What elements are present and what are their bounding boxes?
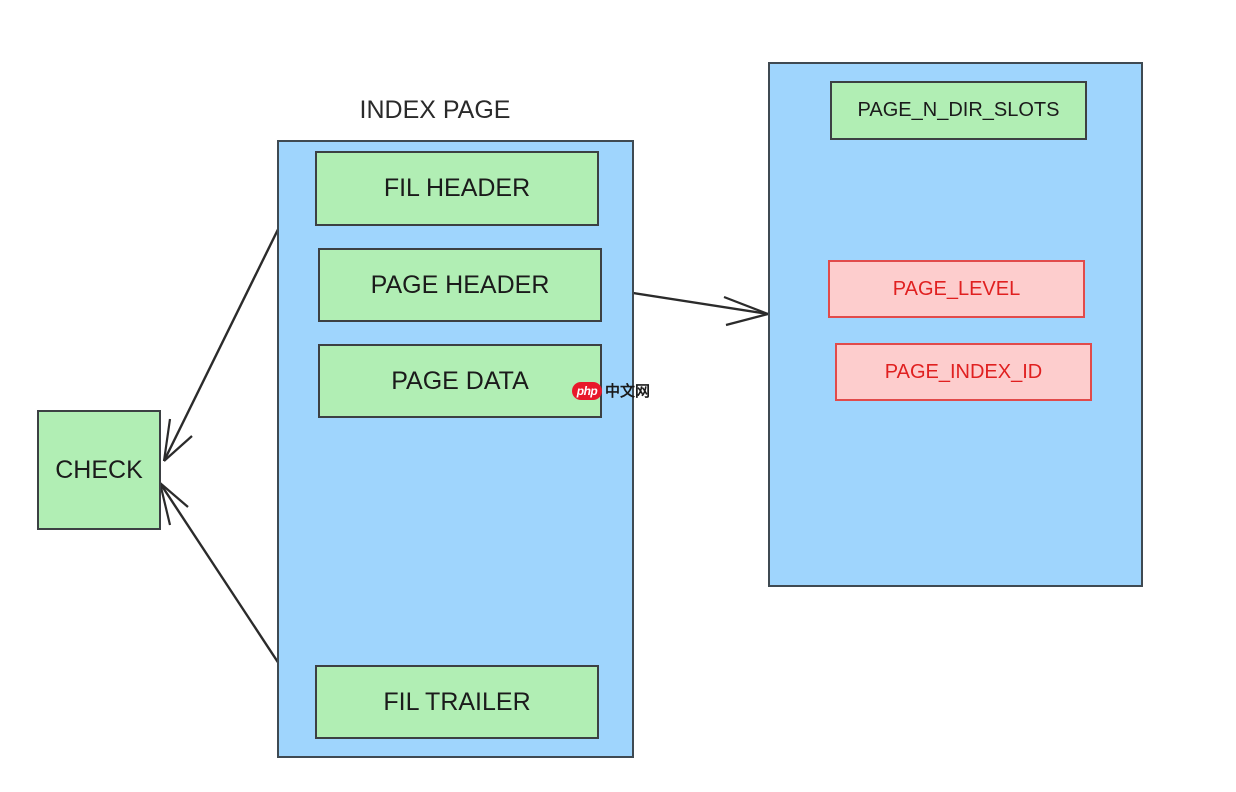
field-page-level[interactable]: PAGE_LEVEL <box>828 260 1085 318</box>
field-page-n-dir-slots[interactable]: PAGE_N_DIR_SLOTS <box>830 81 1087 140</box>
section-page-data[interactable]: PAGE DATA <box>318 344 602 418</box>
index-page-title: INDEX PAGE <box>359 96 511 124</box>
field-page-index-id[interactable]: PAGE_INDEX_ID <box>835 343 1092 401</box>
page-header-detail-container <box>768 62 1143 587</box>
watermark: php 中文网 <box>572 380 650 401</box>
section-fil-header[interactable]: FIL HEADER <box>315 151 599 226</box>
watermark-php-badge: php <box>572 381 602 400</box>
section-fil-trailer[interactable]: FIL TRAILER <box>315 665 599 739</box>
edge-fil-header-to-check <box>162 202 293 462</box>
watermark-text: 中文网 <box>605 383 651 400</box>
index-page-container <box>277 140 634 758</box>
check-node[interactable]: CHECK <box>37 410 161 530</box>
section-page-header[interactable]: PAGE HEADER <box>318 248 602 322</box>
